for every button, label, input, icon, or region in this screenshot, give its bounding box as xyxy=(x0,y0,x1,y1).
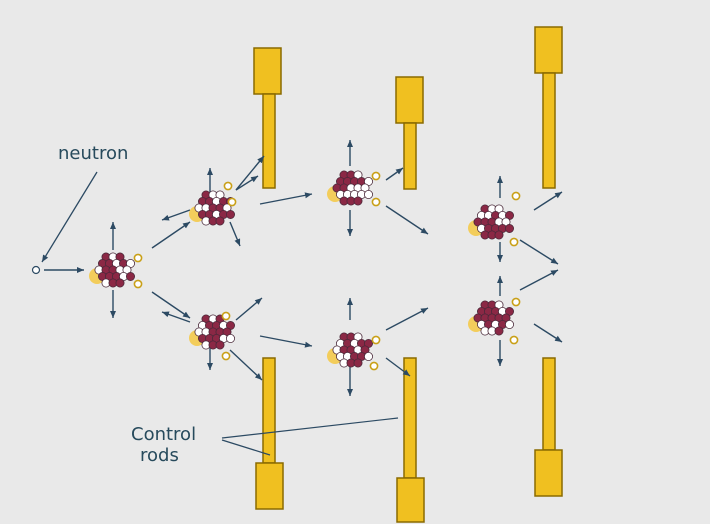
uranium-nucleus xyxy=(468,300,514,336)
neutron-path-arrow xyxy=(519,239,559,265)
neutron-paths xyxy=(44,140,563,396)
proton-particle xyxy=(115,278,125,288)
neutron-path-arrow xyxy=(229,221,241,247)
neutron-path-arrow xyxy=(235,175,259,191)
released-neutron xyxy=(511,191,521,201)
released-neutron xyxy=(133,253,143,263)
proton-particle xyxy=(225,209,235,219)
uranium-nucleus xyxy=(189,314,235,350)
released-neutron xyxy=(221,311,231,321)
released-neutron xyxy=(371,171,381,181)
neutron-path-arrow xyxy=(259,335,313,348)
incoming-neutron xyxy=(31,265,41,275)
neutron-particle xyxy=(363,351,373,361)
control-rods-leader-line-2 xyxy=(221,439,271,456)
released-neutron xyxy=(509,237,519,247)
proton-particle xyxy=(215,216,225,226)
neutron-path-arrow xyxy=(385,205,429,235)
neutron-path-arrow xyxy=(235,297,263,321)
released-neutron xyxy=(511,297,521,307)
control-rod-top-2 xyxy=(395,76,424,190)
released-neutron xyxy=(223,181,233,191)
neutron-path-arrow xyxy=(533,191,563,211)
control-rod-bottom-3 xyxy=(534,357,563,497)
released-neutron xyxy=(133,279,143,289)
neutron-path-arrow xyxy=(385,167,404,181)
neutron-path-arrow xyxy=(259,192,313,205)
released-neutron xyxy=(509,335,519,345)
proton-particle xyxy=(494,326,504,336)
proton-particle xyxy=(353,358,363,368)
neutron-particle xyxy=(363,189,373,199)
proton-particle xyxy=(215,340,225,350)
free-neutrons xyxy=(133,171,521,371)
released-neutron xyxy=(221,351,231,361)
proton-particle xyxy=(494,230,504,240)
control-rods-label-line2: rods xyxy=(140,445,179,466)
released-neutron xyxy=(371,197,381,207)
neutron-particle xyxy=(225,333,235,343)
uranium-nucleus xyxy=(89,252,136,288)
uranium-nucleus xyxy=(327,332,373,368)
uranium-nucleus xyxy=(468,204,514,240)
uranium-nucleus xyxy=(189,190,235,226)
released-neutron xyxy=(369,361,379,371)
released-neutron xyxy=(371,335,381,345)
neutron-path-arrow xyxy=(151,291,191,319)
control-rod-top-1 xyxy=(253,47,282,189)
control-rod-bottom-2 xyxy=(396,357,425,523)
neutron-particle xyxy=(504,319,514,329)
neutron-path-arrow xyxy=(519,269,559,291)
released-neutron xyxy=(227,197,237,207)
control-rods-leader-line-1 xyxy=(221,417,399,439)
proton-particle xyxy=(504,223,514,233)
neutron-path-arrow xyxy=(161,311,191,323)
neutron-leader-line xyxy=(41,171,98,263)
control-rod-top-3 xyxy=(534,26,563,189)
neutron-path-arrow xyxy=(385,307,429,331)
neutron-path-arrow xyxy=(235,155,265,191)
neutron-path-arrow xyxy=(229,349,263,381)
uranium-nucleus xyxy=(327,170,373,206)
proton-particle xyxy=(353,196,363,206)
nuclei xyxy=(89,170,514,368)
control-rod-bottom-1 xyxy=(255,357,284,510)
proton-particle xyxy=(126,271,136,281)
neutron-path-arrow xyxy=(151,221,191,249)
neutron-path-arrow xyxy=(533,323,563,343)
neutron-path-arrow xyxy=(161,209,191,221)
neutron-path-arrow xyxy=(385,357,411,377)
neutron-label: neutron xyxy=(58,143,128,164)
control-rods-label-line1: Control xyxy=(131,424,196,445)
